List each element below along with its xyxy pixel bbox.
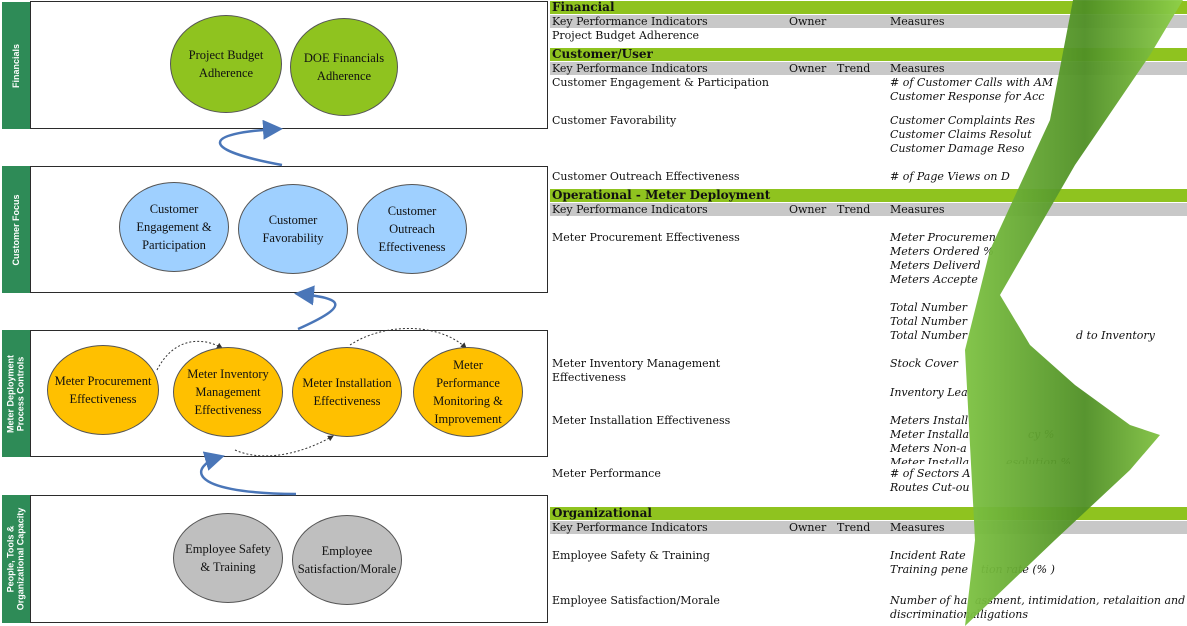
kpi-row: Customer Outreach Effectiveness # of Pag… [552,170,1010,183]
measure-row: Customer Claims Resolut [890,128,1032,141]
kpi-row: Meter Inventory Management Stock Cover [552,357,958,370]
lane-people [30,495,548,623]
up-arrow-customer-to-financial [218,119,283,167]
measure-row: Customer Response for Acc [890,90,1045,103]
measure-row: Inventory Lea [890,386,968,399]
section-operational-title: Operational - Meter Deployment [550,189,1187,202]
node-meter-procurement: Meter Procurement Effectiveness [47,345,159,435]
kpi-table: Financial Key Performance Indicators Own… [550,0,1187,626]
node-meter-performance: Meter Performance Monitoring & Improveme… [413,347,523,437]
section-organizational-header: Key Performance Indicators Owner Trend M… [550,521,1187,534]
lane-tab-customer-focus: Customer Focus [2,166,30,293]
kpi-row: Meter Installation Effectiveness Meters … [552,414,969,427]
measure-row: Meter Installa cy % [890,428,1055,441]
lane-tab-financials: Financials [2,2,30,129]
measure-row: Meters Deliverd [890,259,981,272]
lane-tab-meter-deployment: Meter Deployment Process Controls [2,330,30,457]
node-customer-favorability: Customer Favorability [238,184,348,274]
section-financial-header: Key Performance Indicators Owner Measure… [550,15,1187,28]
node-employee-safety: Employee Safety & Training [173,513,283,603]
measure-row: Meters Non-a [890,442,967,455]
measure-row: Meters Ordered % [890,245,994,258]
up-arrow-people-to-meter [199,451,297,496]
lane-financials [30,1,548,129]
section-organizational-title: Organizational [550,507,1187,520]
kpi-row-continued: Effectiveness [552,371,627,384]
measure-row: discrimination alligations [890,608,1029,621]
up-arrow-meter-to-customer [294,285,337,331]
lane-tab-people: People, Tools & Organizational Capacity [2,495,30,623]
node-meter-inventory: Meter Inventory Management Effectiveness [173,347,283,437]
section-operational-header: Key Performance Indicators Owner Trend M… [550,203,1187,216]
kpi-row: Project Budget Adherence [552,29,700,42]
measure-row: Routes Cut-ou [890,481,970,494]
dotted-arrow-procurement-to-inventory [156,340,223,371]
measure-row: Total Number [890,315,968,328]
measure-row: Training pene tion rate (% ) [890,563,1055,576]
section-customer-title: Customer/User [550,48,1187,61]
node-project-budget-adherence: Project Budget Adherence [170,15,282,113]
measure-row: Meters Accepte [890,273,978,286]
node-customer-outreach: Customer Outreach Effectiveness [357,184,467,274]
node-customer-engagement: Customer Engagement & Participation [119,182,229,272]
kpi-row: Meter Procurement Effectiveness Meter Pr… [552,231,996,244]
measure-row: Total Number [890,301,968,314]
node-meter-installation: Meter Installation Effectiveness [292,347,402,437]
dotted-arrow-installation-to-performance [349,328,467,349]
node-employee-satisfaction: Employee Satisfaction/Morale [292,515,402,605]
kpi-row: Employee Safety & Training Incident Rate [552,549,966,562]
dotted-arrow-inventory-to-installation [234,435,334,457]
section-financial-title: Financial [550,1,1187,14]
kpi-row: Meter Performance # of Sectors A [552,467,971,480]
measure-row: Meter Installa esolution % [890,456,1071,464]
measure-row: Total Number d to Inventory [890,329,1155,342]
section-customer-header: Key Performance Indicators Owner Trend M… [550,62,1187,75]
measure-row: Customer Damage Reso [890,142,1025,155]
node-doe-financials-adherence: DOE Financials Adherence [290,18,398,116]
kpi-row: Customer Engagement & Participation # of… [552,76,1054,89]
kpi-row: Employee Satisfaction/Morale Number of h… [552,594,1186,607]
kpi-row: Customer Favorability Customer Complaint… [552,114,1036,127]
connector-arrows [156,119,467,496]
